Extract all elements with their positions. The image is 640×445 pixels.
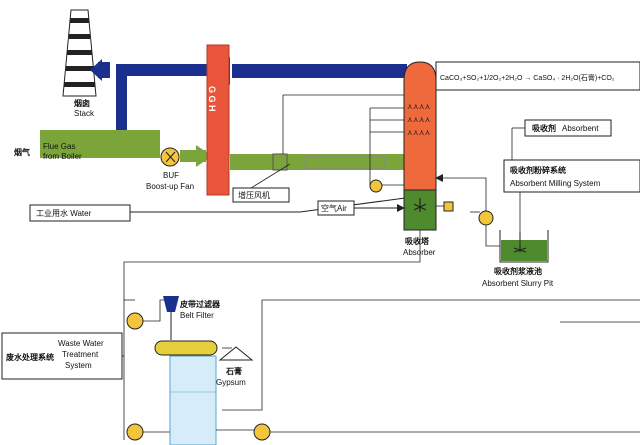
wastewater-label-en2: Treatment [62, 350, 99, 359]
booster-fan-cn-box: 增压风机 [232, 163, 291, 203]
wastewater-label-en1: Waste Water [58, 339, 104, 348]
flue-gas-label-en2: from Boiler [43, 152, 82, 161]
air-supply: 空气Air [317, 200, 405, 216]
booster-fan-label-cn: 增压风机 [238, 190, 270, 200]
reaction-equation: CaCO₃+SO₂+1/2O₂+2H₂O → CaSO₄ · 2H₂O(石膏)+… [440, 73, 615, 82]
gypsum-bleed-line [123, 230, 640, 440]
belt-filter-label-cn: 皮带过滤器 [179, 299, 221, 309]
slurry-pit: 吸收剂浆液池 Absorbent Slurry Pit [482, 230, 554, 288]
slurry-feed-pump [478, 210, 494, 226]
wastewater-label-en3: System [65, 361, 92, 370]
reaction-box: CaCO₃+SO₂+1/2O₂+2H₂O → CaSO₄ · 2H₂O(石膏)+… [435, 61, 640, 91]
absorbent-label-en: Absorbent [562, 124, 599, 133]
oxidation-blower [443, 201, 454, 212]
bup-label-en: Boost-up Fan [146, 182, 194, 191]
waste-water-system: 废水处理系统 Waste Water Treatment System [1, 332, 124, 380]
milling-label-en: Absorbent Milling System [510, 179, 601, 188]
stack-label-cn: 烟囱 [74, 98, 90, 108]
bup-abbr: BUF [163, 171, 179, 180]
gypsum-label-cn: 石膏 [225, 366, 242, 376]
stack-label-en: Stack [74, 109, 95, 118]
slurry-pit-label-cn: 吸收剂浆液池 [494, 266, 542, 276]
process-water: 工业用水 Water [29, 192, 421, 222]
absorbent-supply: 吸收剂 Absorbent [511, 119, 612, 160]
ggh-heat-exchanger: G G H [206, 44, 230, 196]
filtrate-pump [253, 423, 271, 441]
milling-label-cn: 吸收剂粉碎系统 [510, 165, 566, 175]
milling-system: 吸收剂粉碎系统 Absorbent Milling System [503, 159, 640, 234]
wastewater-label-cn: 废水处理系统 [6, 352, 54, 362]
recirculation-lines [282, 94, 404, 193]
ggh-label: G G H [207, 86, 217, 112]
svg-text:⋏⋏⋏⋏: ⋏⋏⋏⋏ [407, 128, 431, 137]
svg-text:⋏⋏⋏⋏: ⋏⋏⋏⋏ [407, 115, 431, 124]
svg-text:⋏⋏⋏⋏: ⋏⋏⋏⋏ [407, 102, 431, 111]
absorbent-label-cn: 吸收剂 [532, 123, 556, 133]
stack: 烟囱 Stack [62, 9, 97, 118]
slurry-pit-label-en: Absorbent Slurry Pit [482, 279, 554, 288]
belt-filter-label-en: Belt Filter [180, 311, 214, 320]
absorber-label-cn: 吸收塔 [405, 236, 430, 246]
process-water-label: 工业用水 Water [36, 208, 92, 218]
gypsum-pile: 石膏 Gypsum [216, 346, 254, 387]
bottom-lines [126, 299, 640, 441]
wastewater-pump [126, 423, 144, 441]
recirculation-pump [369, 179, 383, 193]
flue-gas-label-cn: 烟气 [14, 147, 30, 157]
flue-gas-label-en1: Flue Gas [43, 142, 75, 151]
gypsum-label-en: Gypsum [216, 378, 246, 387]
filter-feed-pump [126, 312, 144, 330]
absorber-label-en: Absorber [403, 248, 436, 257]
filtrate-tank [169, 355, 217, 445]
belt-filter: 皮带过滤器 Belt Filter [154, 296, 232, 356]
absorber-tower: ⋏⋏⋏⋏ ⋏⋏⋏⋏ ⋏⋏⋏⋏ 吸收塔 Absorber [403, 61, 437, 257]
slurry-feed-line [435, 174, 500, 247]
booster-fan: BUF Boost-up Fan [146, 147, 194, 191]
air-label: 空气Air [321, 203, 347, 213]
clean-gas-duct [90, 57, 407, 130]
